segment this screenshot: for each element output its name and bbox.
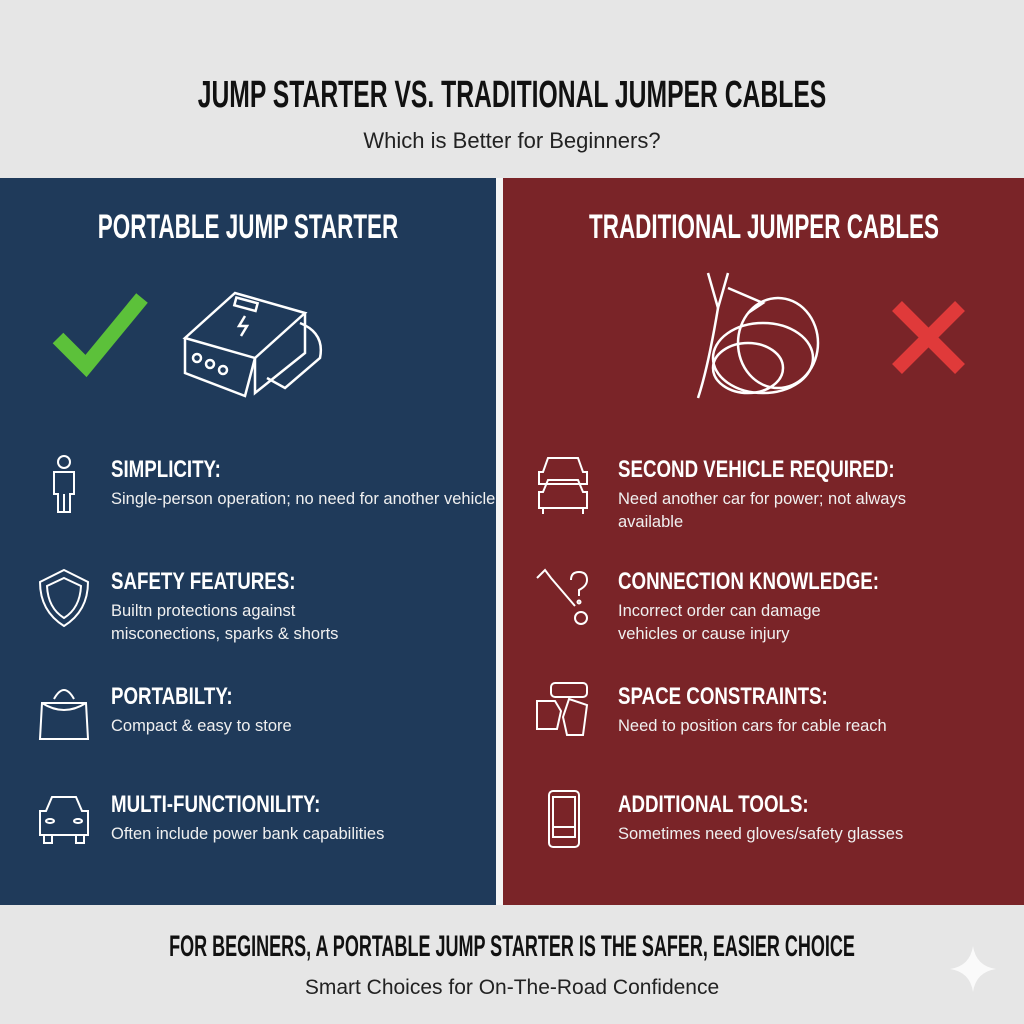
car-icon [39, 796, 89, 844]
shield-icon [38, 568, 90, 628]
x-icon [892, 301, 965, 374]
conclusion-title: FOR BEGINERS, A PORTABLE JUMP STARTER IS… [169, 930, 855, 963]
panel-title: PORTABLE JUMP STARTER [97, 208, 399, 246]
gloves-icon [536, 682, 589, 736]
page-subtitle: Which is Better for Beginners? [363, 128, 661, 153]
conclusion-subtitle: Smart Choices for On-The-Road Confidence [304, 976, 720, 999]
bag-icon [38, 689, 90, 740]
divider [496, 178, 503, 905]
two-cars-icon [538, 457, 588, 514]
jumper-cables-panel: TRADITIONAL JUMPER CABLES SECOND VEHICLE… [503, 178, 1024, 905]
jumper-cables-icon [696, 272, 820, 399]
checkmark-icon [52, 293, 148, 378]
page-title: JUMP STARTER VS. TRADITIONAL JUMPER CABL… [197, 74, 827, 116]
person-icon [53, 455, 75, 513]
jump-starter-device-icon [182, 291, 323, 398]
wrench-question-icon [536, 568, 589, 625]
panel-title: TRADITIONAL JUMPER CABLES [588, 208, 939, 246]
phone-icon [548, 790, 580, 848]
sparkle-icon [950, 946, 996, 992]
jump-starter-panel: PORTABLE JUMP STARTER SIMPLICITY: Single… [0, 178, 496, 905]
